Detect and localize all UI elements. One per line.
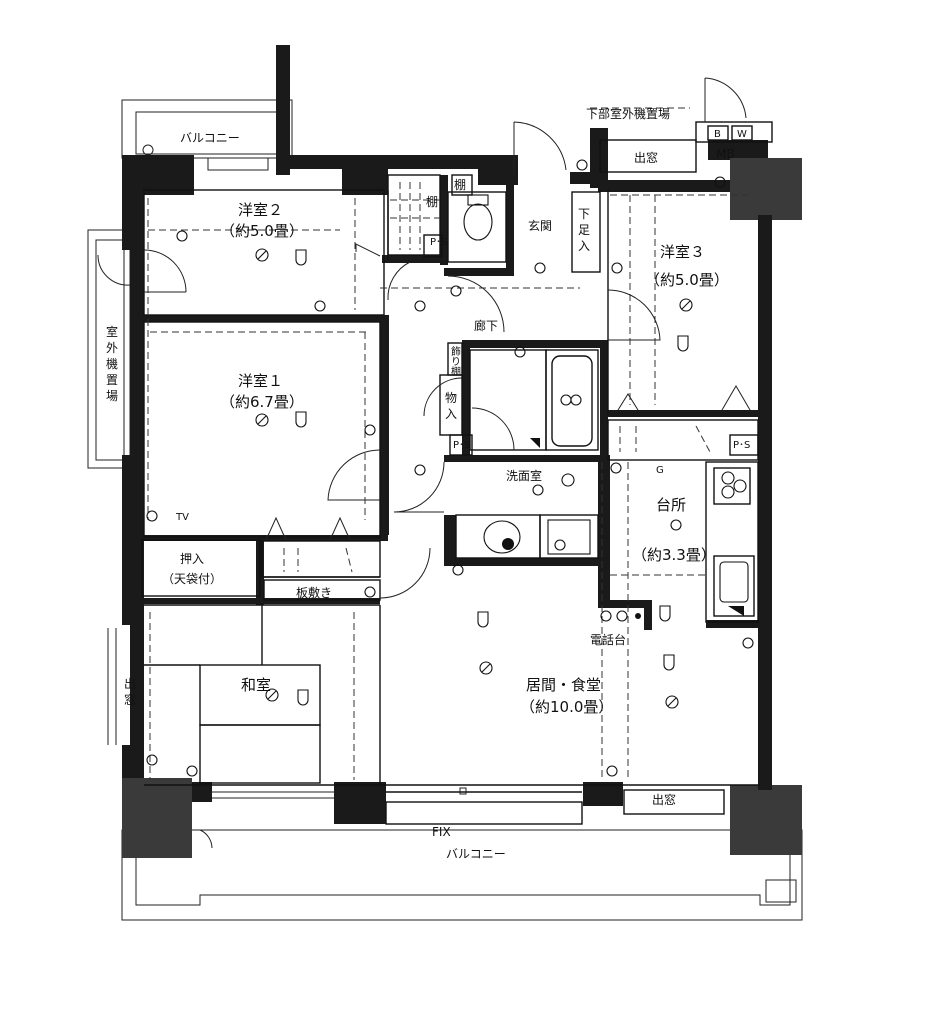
label-deco-shelf: 飾 り 棚: [451, 345, 464, 378]
label-ps3: P･S: [733, 440, 750, 451]
label-bay-window-top: 出窓: [634, 150, 658, 165]
balcony-bottom-outline: [121, 829, 803, 921]
label-bay-window-bottom: 出窓: [652, 792, 676, 807]
room-western3-area: （約5.0畳）: [645, 271, 729, 289]
toilet-fixture: [463, 194, 493, 241]
room-kitchen-area: （約3.3畳）: [632, 546, 716, 564]
ceiling-lights: [146, 159, 754, 777]
room-western1-area: （約6.7畳）: [220, 393, 304, 411]
sink-fixture: [483, 520, 521, 554]
deco-shelf-char2: り: [451, 356, 461, 368]
label-gas: G: [656, 465, 664, 476]
outdoor-unit-left-char5: 場: [106, 389, 118, 403]
room-labels: 洋室２ （約5.0畳） 洋室１ （約6.7畳） 洋室３ （約5.0畳） 和室 居…: [220, 201, 729, 716]
storage-char2: 入: [445, 407, 457, 421]
label-tv: TV: [175, 512, 189, 523]
room-japanese-name: 和室: [241, 676, 271, 694]
label-shelf2: 棚: [426, 194, 438, 209]
label-bay-window-left: 出 窓: [124, 677, 140, 707]
label-shoe-storage: 下 足 入: [578, 207, 594, 253]
door-swings: [97, 77, 747, 599]
dashed-lines: [147, 107, 755, 780]
shelf2-char: 棚: [426, 194, 438, 209]
room-living-area: （約10.0畳）: [520, 698, 613, 716]
room-western1-name: 洋室１: [238, 372, 283, 390]
label-closet: 押入: [180, 552, 204, 566]
label-board: 板敷き: [296, 585, 332, 600]
shoe-storage-char1: 下: [578, 207, 590, 221]
label-outdoor-unit-left: 室 外 機 置 場: [106, 324, 122, 403]
bay-window-left-char2: 窓: [124, 692, 136, 707]
label-balcony-bottom: バルコニー: [446, 847, 506, 861]
walls: [122, 45, 802, 858]
label-storage: 物 入: [445, 391, 461, 421]
label-ps2: P･S: [453, 440, 470, 451]
outlet-marks: [295, 249, 689, 706]
room-western3-name: 洋室３: [660, 243, 705, 261]
label-ps1: P･S: [430, 237, 447, 248]
room-western2-area: （約5.0畳）: [220, 222, 304, 240]
label-shelf1: 棚: [454, 177, 466, 192]
outdoor-unit-left-char2: 外: [106, 341, 118, 355]
label-phone: 電話台: [590, 632, 626, 647]
label-b-mark: B: [714, 129, 721, 140]
label-closet-sub: （天袋付）: [162, 572, 222, 586]
label-mb: MB: [716, 147, 735, 161]
label-w-mark: W: [737, 129, 747, 140]
outdoor-unit-left-char4: 置: [106, 373, 118, 387]
room-kitchen-name: 台所: [656, 496, 686, 514]
room-hallway-name: 廊下: [474, 318, 498, 333]
room-washroom-name: 洗面室: [506, 468, 542, 483]
vertical-labels: 室 外 機 置 場 出 窓 下 足 入 物 入 棚 棚 飾 り 棚: [106, 177, 594, 707]
label-balcony-top: バルコニー: [180, 131, 240, 145]
outdoor-unit-left-char3: 機: [106, 356, 118, 371]
room-living-name: 居間・食堂: [526, 676, 601, 694]
bathtub-fixture: [530, 394, 582, 448]
shoe-storage-char3: 入: [578, 239, 590, 253]
washer-fixture: [547, 519, 591, 555]
phone-stand-fixture: [600, 610, 641, 622]
room-entrance-name: 玄関: [528, 218, 552, 233]
storage-char1: 物: [445, 391, 457, 405]
deco-shelf-char3: 棚: [451, 365, 461, 378]
stove-fixture: [721, 471, 747, 499]
closet-hatches: [265, 182, 751, 573]
misc-labels: バルコニー バルコニー 下部室外機置場 出窓 出窓 MB B W FIX 電話台…: [162, 106, 750, 861]
window-marks: [107, 628, 467, 799]
shoe-storage-char2: 足: [578, 223, 590, 237]
label-fix: FIX: [432, 825, 451, 839]
deco-shelf-char1: 飾: [451, 345, 461, 358]
kitchen-sink-fixture: [719, 561, 749, 616]
thin-lines: [141, 121, 773, 825]
bay-window-left-char1: 出: [124, 677, 136, 691]
outdoor-unit-left-char1: 室: [106, 324, 118, 339]
room-western2-name: 洋室２: [238, 201, 283, 219]
label-outdoor-unit-top: 下部室外機置場: [586, 106, 670, 121]
